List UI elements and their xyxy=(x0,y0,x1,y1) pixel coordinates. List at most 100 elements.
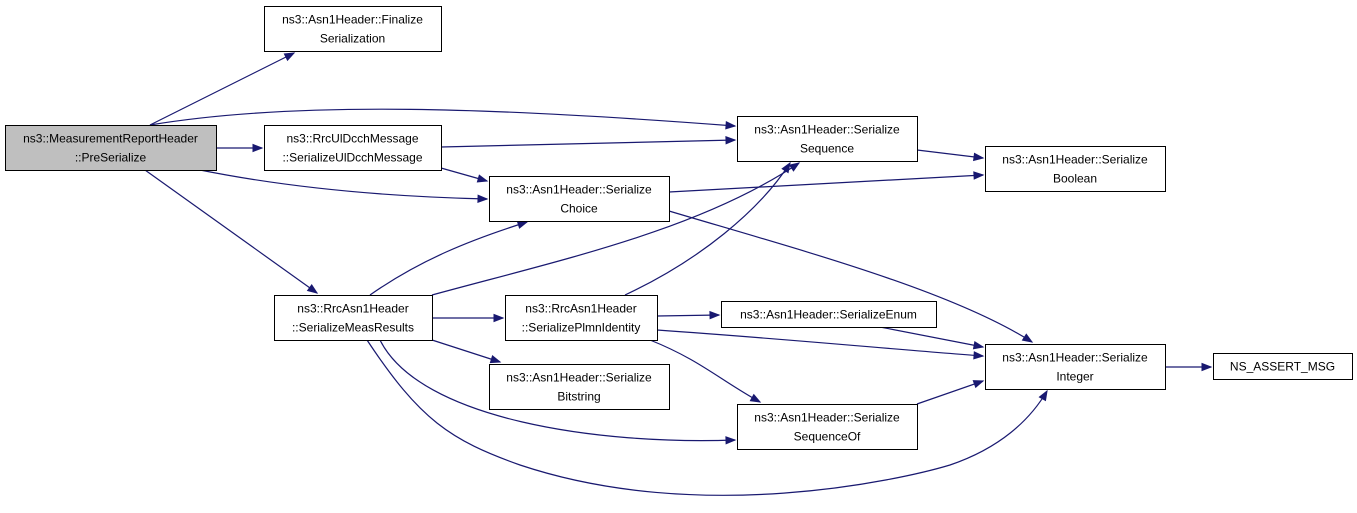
edge-line xyxy=(149,52,295,126)
node-box xyxy=(985,146,1166,192)
arrowhead-icon xyxy=(493,313,505,323)
edge-pre-to-seq xyxy=(149,108,737,130)
arrowhead-icon xyxy=(1021,333,1034,343)
node-label: ::SerializePlmnIdentity xyxy=(522,321,641,335)
edge-ulDcch-to-choice xyxy=(440,167,489,183)
edge-plmn-to-enum xyxy=(656,310,721,320)
node-box xyxy=(721,301,937,328)
edge-line xyxy=(649,339,761,403)
edge-measRes-to-int xyxy=(366,339,1048,496)
node-label: Integer xyxy=(1056,370,1093,384)
arrowhead-icon xyxy=(749,393,762,403)
node-label: SequenceOf xyxy=(794,430,861,444)
edge-line xyxy=(440,139,736,148)
edges-layer xyxy=(144,52,1213,496)
node-box xyxy=(1213,353,1353,380)
edge-line xyxy=(431,162,800,296)
node-label: Choice xyxy=(560,202,598,216)
node-label: ns3::Asn1Header::Serialize xyxy=(1002,153,1148,167)
node-box xyxy=(5,125,217,171)
edge-line xyxy=(149,108,736,127)
arrowhead-icon xyxy=(725,121,737,130)
arrowhead-icon xyxy=(516,220,529,229)
node-measRes[interactable]: ns3::RrcAsn1Header::SerializeMeasResults xyxy=(274,295,433,341)
edge-line xyxy=(668,174,984,193)
arrowhead-icon xyxy=(489,355,502,364)
edge-line xyxy=(916,149,984,159)
node-assert[interactable]: NS_ASSERT_MSG xyxy=(1213,353,1353,380)
edge-measRes-to-choice xyxy=(369,220,529,296)
edge-plmn-to-seqOf xyxy=(649,339,762,403)
edge-line xyxy=(916,380,984,405)
node-box xyxy=(505,295,658,341)
arrowhead-icon xyxy=(283,52,296,62)
edge-measRes-to-plmn xyxy=(432,313,505,323)
node-label: ns3::RrcAsn1Header xyxy=(525,302,636,316)
node-label: ::SerializeMeasResults xyxy=(292,321,414,335)
arrowhead-icon xyxy=(973,351,985,360)
edge-ulDcch-to-seq xyxy=(440,135,737,148)
node-label: ns3::Asn1Header::Serialize xyxy=(506,183,652,197)
arrowhead-icon xyxy=(972,340,985,350)
node-label: Serialization xyxy=(320,32,385,46)
node-box xyxy=(985,344,1166,390)
node-box xyxy=(264,6,442,52)
node-box xyxy=(489,364,670,410)
node-label: ns3::RrcUlDcchMessage xyxy=(286,132,418,146)
edge-line xyxy=(656,329,984,357)
edge-measRes-to-seq xyxy=(431,162,801,296)
edge-line xyxy=(144,169,318,294)
edge-line xyxy=(624,162,791,296)
node-box xyxy=(737,404,918,450)
edge-plmn-to-seq xyxy=(624,161,791,296)
node-label: ns3::Asn1Header::Serialize xyxy=(506,371,652,385)
edge-pre-to-measRes xyxy=(144,169,319,294)
edge-pre-to-ulDcch xyxy=(216,143,264,153)
edge-line xyxy=(879,326,984,348)
arrowhead-icon xyxy=(477,194,489,204)
node-label: Sequence xyxy=(800,142,854,156)
edge-pre-to-choice xyxy=(199,169,489,204)
edge-plmn-to-int xyxy=(656,329,985,360)
node-box xyxy=(737,116,918,162)
node-label: Boolean xyxy=(1053,172,1097,186)
node-box xyxy=(274,295,433,341)
arrowhead-icon xyxy=(725,135,737,145)
arrowhead-icon xyxy=(1201,362,1213,372)
node-label: ns3::Asn1Header::Serialize xyxy=(1002,351,1148,365)
arrowhead-icon xyxy=(709,310,721,320)
edge-line xyxy=(199,169,488,200)
edge-choice-to-int xyxy=(668,210,1034,343)
node-label: ::SerializeUlDcchMessage xyxy=(282,151,422,165)
node-pre[interactable]: ns3::MeasurementReportHeader::PreSeriali… xyxy=(5,125,217,171)
arrowhead-icon xyxy=(972,380,985,389)
node-box xyxy=(264,125,442,171)
arrowhead-icon xyxy=(973,171,985,180)
arrowhead-icon xyxy=(781,161,791,174)
edge-choice-to-bool xyxy=(668,171,985,193)
node-box xyxy=(489,176,670,222)
node-label: ns3::Asn1Header::Serialize xyxy=(754,411,900,425)
edge-line xyxy=(379,339,736,442)
node-label: ns3::Asn1Header::Serialize xyxy=(754,123,900,137)
node-label: Bitstring xyxy=(557,390,600,404)
arrowhead-icon xyxy=(1038,389,1048,402)
arrowhead-icon xyxy=(306,284,319,294)
edge-pre-to-finalize xyxy=(149,52,296,126)
arrowhead-icon xyxy=(788,162,801,172)
node-label: ns3::MeasurementReportHeader xyxy=(23,132,198,146)
node-label: ns3::Asn1Header::Finalize xyxy=(282,13,423,27)
node-enum[interactable]: ns3::Asn1Header::SerializeEnum xyxy=(721,301,937,328)
node-plmn[interactable]: ns3::RrcAsn1Header::SerializePlmnIdentit… xyxy=(505,295,658,341)
edge-int-to-assert xyxy=(1165,362,1213,372)
edge-seqOf-to-int xyxy=(916,380,985,405)
node-ulDcch[interactable]: ns3::RrcUlDcchMessage::SerializeUlDcchMe… xyxy=(264,125,442,171)
node-label: NS_ASSERT_MSG xyxy=(1230,360,1335,374)
